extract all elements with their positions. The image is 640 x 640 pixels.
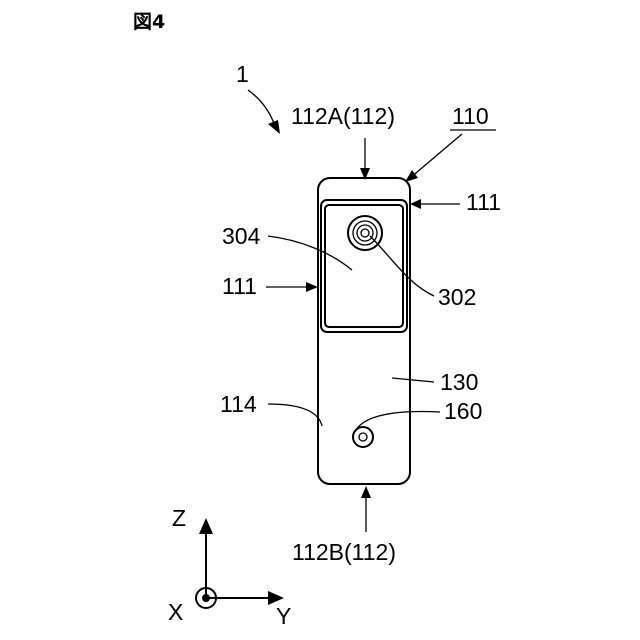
arrowhead-device xyxy=(268,120,280,134)
arrowhead-side-left xyxy=(306,282,318,292)
leader-body xyxy=(392,378,434,382)
label-back-face: 114 xyxy=(220,391,257,417)
arrowhead-side-right xyxy=(410,199,421,209)
label-body: 130 xyxy=(440,369,478,395)
x-axis-dot xyxy=(202,594,210,602)
axis-triad xyxy=(196,518,284,608)
label-device: 1 xyxy=(236,61,249,87)
leader-unit xyxy=(410,134,462,178)
label-side-left: 111 xyxy=(222,273,257,299)
leader-screen xyxy=(268,236,352,270)
arrowhead-bottom-end xyxy=(361,486,371,498)
axis-label-y: Y xyxy=(276,603,291,629)
label-button: 160 xyxy=(444,398,482,424)
leader-button xyxy=(356,412,440,430)
label-bottom-end: 112B(112) xyxy=(292,539,396,565)
axis-label-z: Z xyxy=(172,505,186,531)
z-axis-arrowhead xyxy=(199,518,213,534)
label-unit: 110 xyxy=(452,103,489,129)
label-lens: 302 xyxy=(438,284,476,310)
label-side-right: 111 xyxy=(466,189,501,215)
axis-label-x: X xyxy=(168,599,183,625)
leader-device xyxy=(248,90,276,128)
lens-icon xyxy=(348,216,382,250)
label-top-end: 112A(112) xyxy=(291,103,395,129)
arrowhead-unit xyxy=(405,170,418,182)
screen-frame-outer xyxy=(321,200,407,332)
leader-back-face xyxy=(268,404,322,426)
figure-label: 図4 xyxy=(133,11,165,33)
label-screen: 304 xyxy=(222,223,261,249)
screen-frame-inner xyxy=(325,205,403,327)
